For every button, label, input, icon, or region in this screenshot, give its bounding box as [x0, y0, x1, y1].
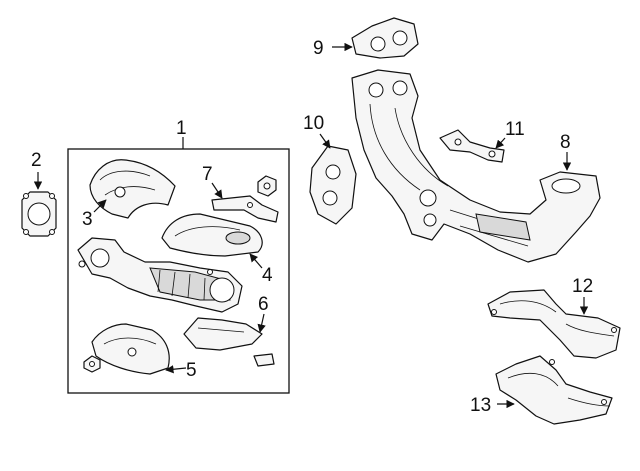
- callout-8: 8: [560, 132, 571, 153]
- heat-shield-3: [89, 159, 176, 219]
- callout-12: 12: [572, 276, 593, 297]
- leader-7: [211, 182, 223, 199]
- gasket-9: [351, 17, 419, 59]
- callout-6: 6: [258, 294, 269, 315]
- heat-shield-6: [183, 317, 263, 351]
- callout-1: 1: [176, 118, 187, 139]
- leader-3: [93, 199, 107, 213]
- leader-10: [319, 133, 331, 149]
- exhaust-manifold-1: [77, 237, 243, 313]
- nut: [257, 175, 277, 197]
- callout-7: 7: [202, 164, 213, 185]
- exhaust-pipe-8: [351, 69, 601, 263]
- callout-13: 13: [470, 395, 491, 416]
- callout-4: 4: [262, 265, 273, 286]
- callout-2: 2: [31, 150, 42, 171]
- bracket-11: [439, 129, 505, 163]
- heat-shield-4: [161, 213, 263, 257]
- heat-shield-5: [91, 323, 170, 375]
- leader-4: [249, 253, 263, 269]
- callout-11: 11: [505, 119, 525, 140]
- clip: [253, 353, 275, 367]
- callout-10: 10: [303, 113, 324, 134]
- leader-11: [495, 137, 506, 149]
- gasket-10: [309, 145, 357, 225]
- bracket-7: [211, 195, 279, 223]
- nut-small: [83, 355, 101, 373]
- callout-9: 9: [313, 38, 324, 59]
- assembly-box: [67, 148, 290, 394]
- gasket-2: [21, 191, 57, 237]
- leader-6: [257, 313, 266, 333]
- leader-5: [165, 365, 187, 374]
- callout-3: 3: [82, 209, 93, 230]
- callout-5: 5: [186, 360, 197, 381]
- heat-insulator-13: [495, 355, 613, 425]
- heat-insulator-12: [487, 289, 621, 359]
